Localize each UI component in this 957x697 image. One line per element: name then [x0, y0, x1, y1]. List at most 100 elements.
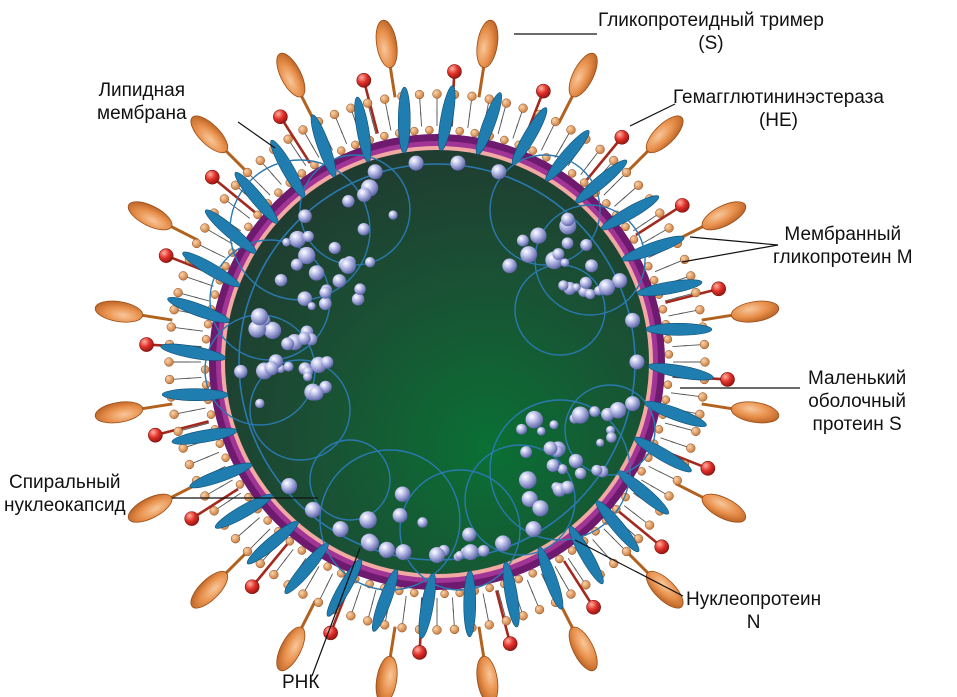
he-head: [701, 461, 715, 475]
nucleoprotein-ball: [281, 337, 294, 350]
leader-m2: [682, 245, 778, 262]
spike-stalk: [141, 315, 173, 320]
lipid-head-outer: [220, 194, 229, 203]
label-lipid-line1: Липидная: [97, 79, 187, 102]
lipid-head-outer: [665, 224, 674, 233]
lipid-head-outer: [450, 625, 459, 634]
nucleoprotein-ball: [561, 258, 570, 267]
label-spike-glycoprotein: Гликопротеидный тример (S): [598, 9, 824, 55]
label-nucleoprotein-n: Нуклеопротеин N: [686, 588, 821, 634]
he-head: [655, 540, 669, 554]
he-head: [675, 198, 689, 212]
label-he-line2: (HE): [673, 109, 884, 132]
nucleoprotein-ball: [630, 355, 645, 370]
nucleoprotein-ball: [463, 544, 479, 560]
lipid-tail-inner: [388, 116, 391, 131]
lipid-tail-inner: [195, 297, 209, 301]
lipid-tail-inner: [672, 346, 687, 347]
nucleoprotein-ball: [502, 259, 517, 274]
label-helical-nucleocapsid: Спиральный нуклеокапсид: [4, 471, 126, 517]
lipid-head-inner: [337, 147, 345, 155]
he-head: [447, 65, 461, 79]
lipid-head-inner: [286, 537, 294, 545]
lipid-head-inner: [568, 547, 576, 555]
nucleoprotein-ball: [251, 308, 268, 325]
lipid-head-outer: [330, 110, 339, 119]
lipid-head-outer: [433, 626, 442, 635]
nucleoprotein-ball: [520, 446, 532, 458]
nucleoprotein-ball: [395, 486, 410, 501]
lipid-head-outer: [299, 126, 308, 135]
nucleoprotein-ball: [308, 302, 316, 310]
spike-stalk: [170, 226, 199, 241]
lipid-head-outer: [665, 492, 674, 501]
lipid-head-inner: [630, 235, 638, 243]
lipid-tail-inner: [238, 209, 250, 218]
lipid-head-outer: [415, 90, 424, 99]
lipid-head-inner: [622, 223, 630, 231]
he-head: [245, 580, 259, 594]
spike-stalk: [627, 150, 650, 173]
lipid-head-inner: [298, 169, 306, 177]
lipid-head-inner: [580, 179, 588, 187]
lipid-head-outer: [201, 492, 210, 501]
nucleoprotein-ball: [537, 427, 546, 436]
lipid-head-outer: [185, 460, 194, 469]
lipid-head-inner: [441, 590, 449, 598]
lipid-head-inner: [410, 589, 418, 597]
lipid-head-inner: [324, 563, 332, 571]
lipid-tail-inner: [191, 408, 206, 411]
label-nucleocapsid-line1: Спиральный: [4, 471, 126, 494]
lipid-head-outer: [299, 590, 308, 599]
nucleoprotein-ball: [429, 547, 445, 563]
nucleoprotein-ball: [561, 481, 574, 494]
nucleoprotein-ball: [298, 332, 311, 345]
spike-stalk: [225, 150, 248, 173]
membrane-protein-m: [398, 87, 410, 153]
spike-head: [641, 566, 689, 614]
spike-stalk: [676, 484, 705, 499]
lipid-tail-inner: [404, 596, 406, 611]
lipid-head-outer: [363, 616, 372, 625]
lipid-head-inner: [529, 569, 537, 577]
spike-head: [124, 196, 176, 236]
lipid-head-outer: [243, 547, 252, 556]
spike-head: [271, 623, 311, 675]
nucleoprotein-ball: [368, 164, 383, 179]
lipid-head-inner: [664, 335, 672, 343]
spike-head: [698, 196, 750, 236]
lipid-head-inner: [204, 320, 212, 328]
nucleoprotein-ball: [358, 223, 370, 235]
nucleoprotein-ball: [265, 361, 279, 375]
lipid-head-inner: [529, 147, 537, 155]
lipid-head-outer: [314, 598, 323, 607]
nucleoprotein-ball: [282, 238, 291, 247]
spike-stalk: [479, 66, 484, 98]
nucleoprotein-ball: [558, 280, 568, 290]
nucleoprotein-ball: [520, 246, 537, 263]
nucleoprotein-ball: [572, 407, 589, 424]
spike-head: [373, 19, 400, 70]
nucleoprotein-ball: [532, 500, 548, 516]
label-hemagglutinin-esterase: Гемагглютининэстераза (HE): [673, 86, 884, 132]
label-spike-line1: Гликопротеидный тример: [598, 9, 824, 32]
lipid-head-inner: [254, 211, 262, 219]
lipid-head-outer: [433, 90, 442, 99]
nucleoprotein-ball: [305, 502, 321, 518]
nucleoprotein-ball: [319, 287, 331, 299]
lipid-head-outer: [167, 323, 176, 332]
lipid-tail-inner: [421, 112, 422, 127]
he-head: [159, 249, 173, 263]
lipid-head-inner: [380, 132, 388, 140]
lipid-head-outer: [581, 580, 590, 589]
label-rna: РНК: [282, 671, 319, 694]
lipid-head-outer: [284, 135, 293, 144]
lipid-head-inner: [556, 555, 564, 563]
nucleoprotein-ball: [491, 164, 506, 179]
lipid-tail-inner: [668, 313, 683, 316]
label-m-line2: гликопротеин M: [773, 246, 913, 269]
lipid-tail-inner: [468, 113, 470, 128]
nucleoprotein-ball: [585, 259, 598, 272]
lipid-head-outer: [346, 611, 355, 620]
lipid-tail-inner: [593, 539, 603, 550]
